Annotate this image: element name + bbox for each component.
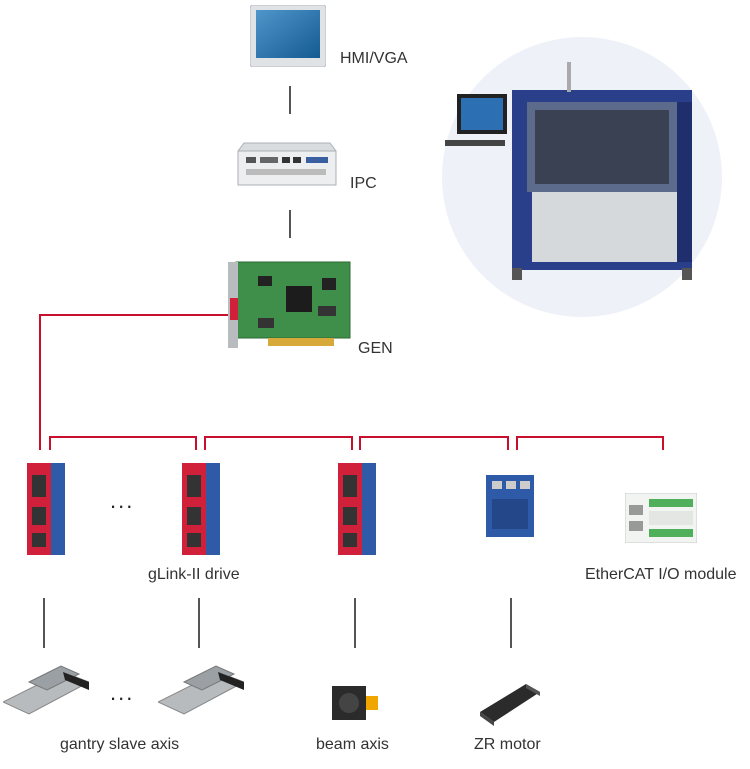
drive-label: gLink-II drive (148, 566, 240, 583)
gen-to-bus-line (39, 314, 232, 450)
glink-drive-2 (182, 463, 220, 555)
drive-ellipsis: ... (110, 488, 135, 513)
slide-ellipsis: ... (110, 680, 135, 705)
connector-drive3-axis (354, 598, 356, 648)
connector-drive1-axis (43, 598, 45, 648)
beam-label: beam axis (316, 736, 389, 753)
ipc-label: IPC (350, 175, 377, 192)
bus-segment-4 (516, 436, 664, 450)
glink-drive-3 (338, 463, 376, 555)
bus-segment-1 (49, 436, 197, 450)
connector-hmi-ipc (289, 86, 291, 114)
ethercat-io-image (625, 493, 697, 543)
connector-ipc-gen (289, 210, 291, 238)
zr-controller-image (486, 475, 534, 537)
bus-segment-3 (359, 436, 509, 450)
glink-drive-1 (27, 463, 65, 555)
gen-card-image (228, 258, 352, 358)
zr-label: ZR motor (474, 736, 541, 753)
connector-drive2-axis (198, 598, 200, 648)
gantry-slide-1 (3, 662, 89, 720)
zr-motor-image (480, 678, 540, 726)
gantry-label: gantry slave axis (60, 736, 180, 753)
gen-label: GEN (358, 340, 393, 357)
connector-zr-motor (510, 598, 512, 648)
machine-image (437, 32, 727, 322)
hmi-label: HMI/VGA (340, 50, 408, 67)
hmi-monitor-image (250, 5, 326, 67)
ipc-image (236, 133, 338, 191)
gantry-slide-2 (158, 662, 244, 720)
beam-motor-image (332, 680, 380, 724)
bus-segment-2 (204, 436, 353, 450)
io-label: EtherCAT I/O module (585, 566, 737, 583)
